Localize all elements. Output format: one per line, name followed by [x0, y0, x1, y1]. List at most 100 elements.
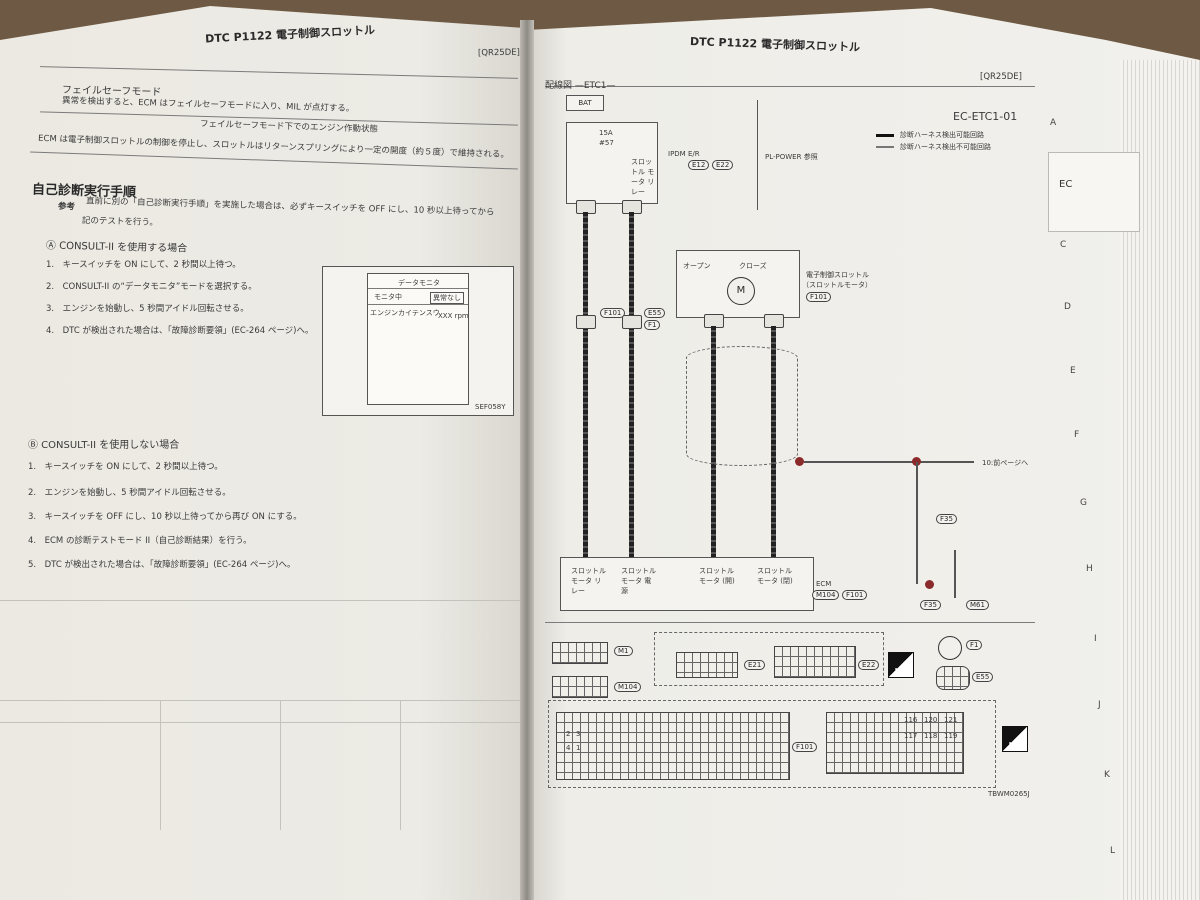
- index-tab-i[interactable]: I: [1094, 634, 1097, 644]
- bracket-line: [757, 100, 758, 210]
- power-wire: [629, 212, 634, 557]
- left-page: [0, 6, 525, 900]
- index-tab-c[interactable]: C: [1060, 240, 1067, 250]
- consult-without-step-5: 5. DTC が検出された場合は、「故障診断要領」(EC-264 ページ)へ。: [28, 560, 296, 570]
- showthrough-line: [400, 700, 401, 830]
- pin-116: 116: [904, 716, 918, 724]
- index-tab-a[interactable]: A: [1050, 118, 1057, 128]
- pin-119: 119: [944, 732, 958, 740]
- pin-120: 120: [924, 716, 938, 724]
- showthrough-line: [0, 700, 520, 701]
- connector-f1-face: [938, 636, 962, 660]
- left-header-tag: [QR25DE]: [477, 47, 521, 59]
- consult-with-step-1: 1. キースイッチを ON にして、2 秒間以上待つ。: [46, 260, 241, 270]
- note-label: 参考: [57, 201, 76, 213]
- pin-117: 117: [904, 732, 918, 740]
- consult-without-title: Ⓑ CONSULT-II を使用しない場合: [28, 440, 180, 451]
- ecm-label: ECM: [816, 580, 832, 588]
- ecm-connector-face-m104: [826, 712, 964, 774]
- showthrough-line: [160, 700, 161, 830]
- monitor-code: SEF058Y: [475, 403, 506, 411]
- pin-2: 2: [566, 730, 571, 738]
- monitor-title: データモニタ: [398, 279, 440, 287]
- monitor-rule: [368, 288, 468, 289]
- index-tab-ec[interactable]: EC: [1048, 152, 1140, 232]
- index-tab-k[interactable]: K: [1104, 770, 1110, 780]
- harness-conn-e55: E55: [644, 308, 666, 318]
- ground-wire: [916, 462, 918, 584]
- connector-section-rule: [545, 622, 1035, 623]
- connector-code-m1: M1: [614, 646, 633, 656]
- index-tab-l[interactable]: L: [1110, 846, 1116, 856]
- relay-label: スロットル モータ リレー: [631, 158, 655, 196]
- ground-conn-f35: F35: [936, 514, 957, 524]
- shield-drain-dot: [795, 457, 804, 466]
- hs-icon: H.S.: [888, 652, 914, 678]
- ecm-block: スロットル モータ リレー スロットル モータ 電源 スロットル モータ (開)…: [560, 557, 814, 611]
- consult-with-step-3: 3. エンジンを始動し、5 秒間アイドル回転させる。: [46, 304, 249, 314]
- ground-terminal: F35: [920, 600, 941, 610]
- index-tab-j[interactable]: J: [1098, 700, 1101, 710]
- harness-conn: [622, 315, 642, 329]
- index-tab-g[interactable]: G: [1080, 498, 1087, 508]
- connector-e55-face: [936, 666, 970, 690]
- power-note: PL-POWER 参照: [765, 153, 818, 161]
- showthrough-line: [0, 722, 520, 723]
- ground-label: 10:前ページへ: [982, 459, 1029, 467]
- ecm-terminal-power: スロットル モータ 電源: [621, 567, 656, 595]
- ecm-connector-code-f101: F101: [792, 742, 818, 752]
- harness-conn-f1: F1: [644, 320, 661, 330]
- fuse-number: #57: [599, 139, 614, 147]
- pin-1: 1: [576, 744, 581, 752]
- ipdm-conn-e12: E12: [688, 160, 710, 170]
- showthrough-line: [0, 600, 520, 601]
- ground-wire-2: [954, 550, 956, 598]
- index-tab-e[interactable]: E: [1070, 366, 1076, 376]
- ecm-terminal-relay: スロットル モータ リレー: [571, 567, 606, 595]
- consult-with-title: Ⓐ CONSULT-II を使用する場合: [45, 240, 188, 255]
- index-tab-d[interactable]: D: [1064, 302, 1071, 312]
- fuse-rating: 15A: [599, 129, 613, 137]
- ecm-connector-face-f101: [556, 712, 790, 780]
- pin-118: 118: [924, 732, 938, 740]
- ecm-terminal-open: スロットル モータ (開): [699, 567, 735, 585]
- monitor-rule-2: [368, 304, 468, 305]
- connector-code-e55: E55: [972, 672, 994, 682]
- battery-label: BAT: [578, 99, 592, 107]
- connector-e21-face: [676, 652, 738, 678]
- index-tab-f[interactable]: F: [1074, 430, 1080, 440]
- monitor-figure: データモニタ モニタ中 異常なし エンジンカイテンスウ XXX rpm SEF0…: [322, 266, 514, 416]
- index-tab-h[interactable]: H: [1086, 564, 1093, 574]
- ecm-connector-group: [548, 700, 996, 788]
- connector-code-e21: E21: [744, 660, 766, 670]
- showthrough-line: [280, 700, 281, 830]
- harness-conn-f101: F101: [600, 308, 626, 318]
- legend-detectable-line: [876, 134, 894, 137]
- pin-121: 121: [944, 716, 958, 724]
- ground-terminal-m61: M61: [966, 600, 989, 610]
- splice-dot: [912, 457, 921, 466]
- shield-cylinder: [686, 346, 798, 466]
- connector-code-e22: E22: [858, 660, 880, 670]
- actuator-open: オープン: [683, 262, 711, 270]
- monitor-screen: データモニタ モニタ中 異常なし エンジンカイテンスウ XXX rpm: [367, 273, 469, 405]
- consult-without-step-1: 1. キースイッチを ON にして、2 秒間以上待つ。: [28, 462, 223, 472]
- right-header-rule: [545, 86, 1035, 87]
- connector-code-f1: F1: [966, 640, 983, 650]
- connector-m1-face: [552, 642, 608, 664]
- relay-wire: [583, 212, 588, 557]
- ecm-conn-f101: F101: [842, 590, 868, 600]
- procedure-note-2: 記のテストを行う。: [81, 215, 159, 229]
- ground-dot: [925, 580, 934, 589]
- right-header-tag: [QR25DE]: [980, 72, 1022, 82]
- consult-without-step-3: 3. キースイッチを OFF にし、10 秒以上待ってから再び ON にする。: [28, 512, 302, 522]
- shield-drain-wire: [804, 461, 974, 463]
- monitor-row-label: エンジンカイテンスウ: [370, 309, 440, 317]
- connector-m104-face: [552, 676, 608, 698]
- consult-without-step-4: 4. ECM の診断テストモード II（自己診断結果）を行う。: [28, 536, 252, 546]
- connector-e21-e22-group: [654, 632, 884, 686]
- figure-code: TBWM0265J: [988, 790, 1030, 798]
- monitor-col1: モニタ中: [374, 293, 402, 301]
- consult-without-step-2: 2. エンジンを始動し、5 秒間アイドル回転させる。: [28, 488, 231, 498]
